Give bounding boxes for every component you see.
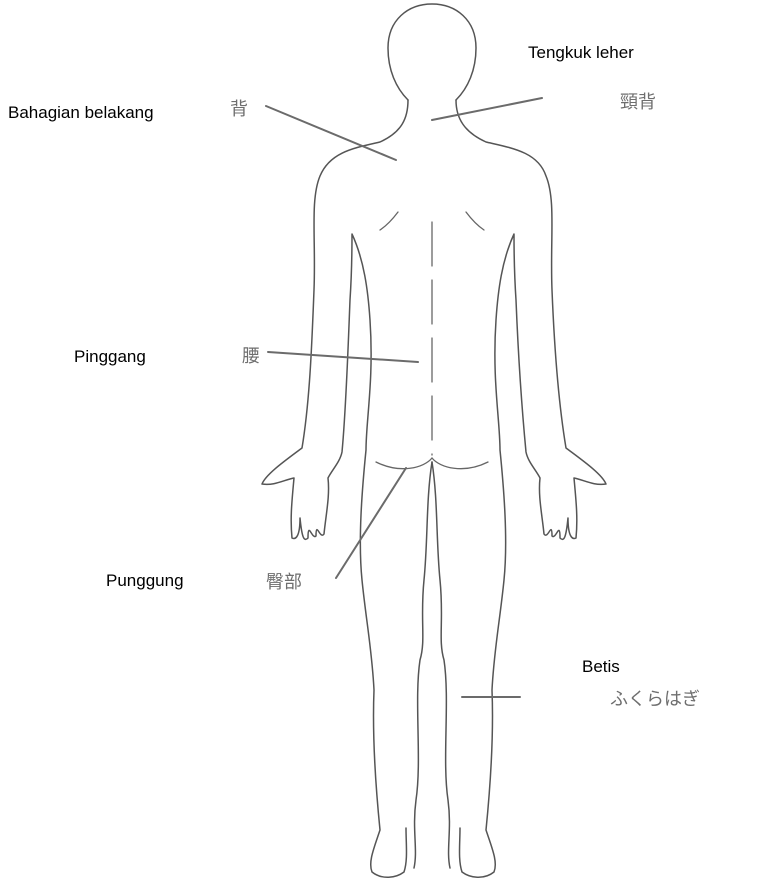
head-outline — [388, 4, 476, 100]
label-calf-ja: ふくらはぎ — [610, 689, 700, 710]
shoulder-blade-left — [380, 212, 398, 230]
label-back-ms: Bahagian belakang — [8, 103, 154, 122]
inner-leg-right — [432, 462, 450, 868]
label-calf-ms: Betis — [582, 657, 620, 676]
shoulder-blade-right — [466, 212, 484, 230]
leader-neck — [432, 98, 542, 120]
label-back-ja: 背 — [230, 99, 248, 120]
leader-back — [266, 106, 396, 160]
body-right-contour — [456, 100, 606, 877]
leader-hip — [336, 468, 406, 578]
label-hip-ms: Punggung — [106, 571, 184, 590]
body-outline — [262, 4, 606, 877]
label-hip-ja: 臀部 — [266, 572, 302, 593]
label-waist-ja: 腰 — [242, 346, 260, 367]
body-left-contour — [262, 100, 408, 877]
leader-waist — [268, 352, 418, 362]
label-neck-ms: Tengkuk leher — [528, 43, 634, 62]
label-waist-ms: Pinggang — [74, 347, 146, 366]
inner-leg-left — [414, 462, 432, 868]
label-neck-ja: 頸背 — [620, 92, 656, 113]
